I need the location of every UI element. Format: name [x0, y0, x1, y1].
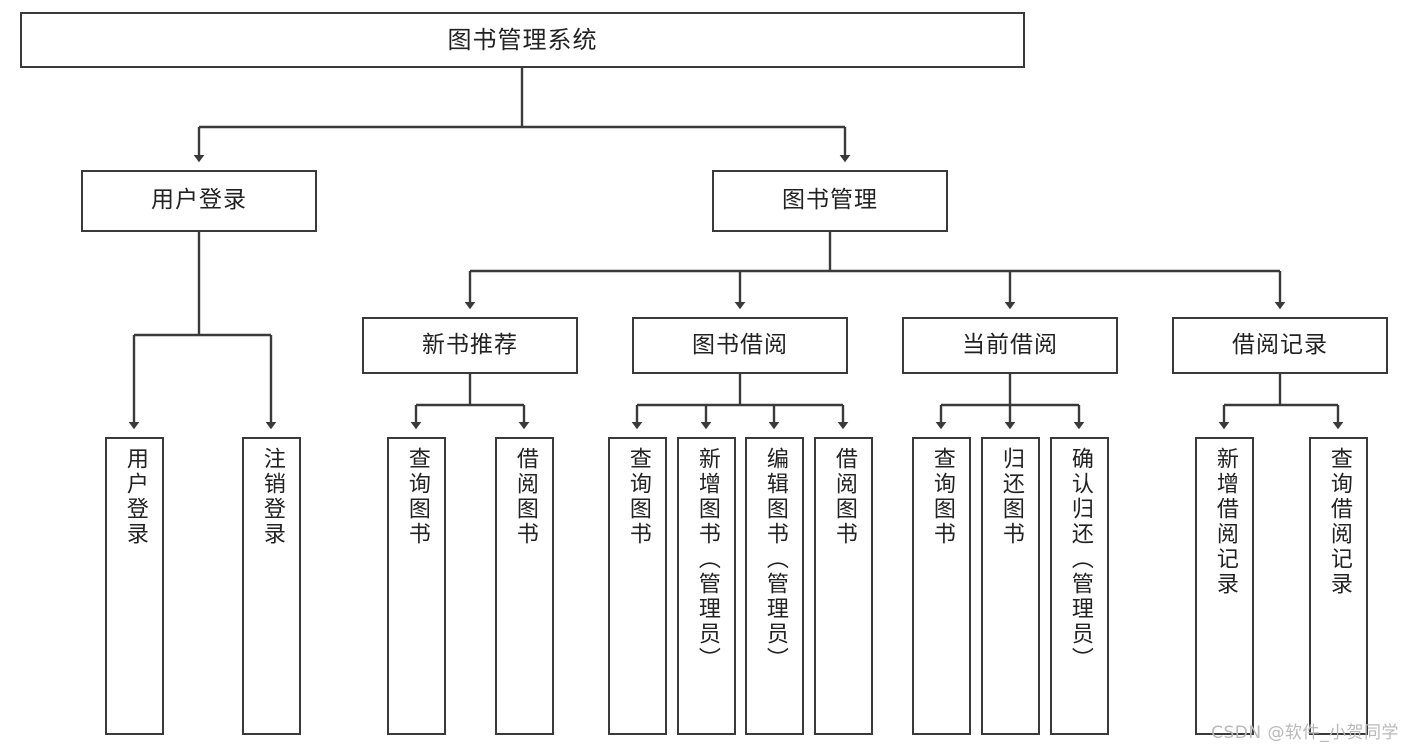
node-label: 图书借阅 — [692, 331, 788, 358]
node-book-borrow[interactable]: 图书借阅 — [632, 317, 848, 374]
leaf-current-borrow-2[interactable]: 归还图书 — [981, 437, 1040, 735]
node-label: 注销登录 — [259, 447, 285, 547]
node-label: 新书推荐 — [422, 331, 518, 358]
leaf-book-borrow-1[interactable]: 查询图书 — [608, 437, 667, 735]
leaf-user-login-1[interactable]: 用户登录 — [105, 437, 164, 735]
node-label: 图书管理 — [782, 187, 878, 214]
node-borrow-record[interactable]: 借阅记录 — [1172, 317, 1388, 374]
node-label: 确认归还（管理员） — [1067, 447, 1093, 672]
node-book-management-system[interactable]: 图书管理系统 — [20, 12, 1025, 68]
leaf-new-book-recommend-1[interactable]: 查询图书 — [387, 437, 446, 735]
node-label: 借阅记录 — [1232, 331, 1328, 358]
node-label: 借阅图书 — [512, 447, 538, 547]
node-label: 用户登录 — [122, 447, 148, 547]
node-book-management[interactable]: 图书管理 — [712, 170, 948, 232]
node-current-borrow[interactable]: 当前借阅 — [902, 317, 1118, 374]
leaf-new-book-recommend-2[interactable]: 借阅图书 — [495, 437, 554, 735]
leaf-book-borrow-3[interactable]: 编辑图书（管理员） — [745, 437, 804, 735]
node-label: 查询图书 — [625, 447, 651, 547]
node-label: 查询图书 — [404, 447, 430, 547]
csdn-watermark: CSDN @软件_小贺同学 — [1211, 723, 1399, 743]
node-label: 编辑图书（管理员） — [762, 447, 788, 672]
node-label: 查询借阅记录 — [1326, 447, 1352, 597]
node-label: 用户登录 — [151, 187, 247, 214]
node-label: 归还图书 — [998, 447, 1024, 547]
node-label: 当前借阅 — [962, 331, 1058, 358]
node-label: 查询图书 — [929, 447, 955, 547]
node-new-book-recommend[interactable]: 新书推荐 — [362, 317, 578, 374]
leaf-book-borrow-4[interactable]: 借阅图书 — [814, 437, 873, 735]
node-label: 新增借阅记录 — [1212, 447, 1238, 597]
leaf-user-login-2[interactable]: 注销登录 — [242, 437, 301, 735]
node-label: 图书管理系统 — [447, 25, 598, 54]
node-user-login[interactable]: 用户登录 — [81, 170, 317, 232]
leaf-book-borrow-2[interactable]: 新增图书（管理员） — [677, 437, 736, 735]
leaf-current-borrow-3[interactable]: 确认归还（管理员） — [1050, 437, 1109, 735]
node-label: 借阅图书 — [831, 447, 857, 547]
leaf-current-borrow-1[interactable]: 查询图书 — [912, 437, 971, 735]
leaf-borrow-record-2[interactable]: 查询借阅记录 — [1309, 437, 1368, 735]
leaf-borrow-record-1[interactable]: 新增借阅记录 — [1195, 437, 1254, 735]
node-label: 新增图书（管理员） — [694, 447, 720, 672]
